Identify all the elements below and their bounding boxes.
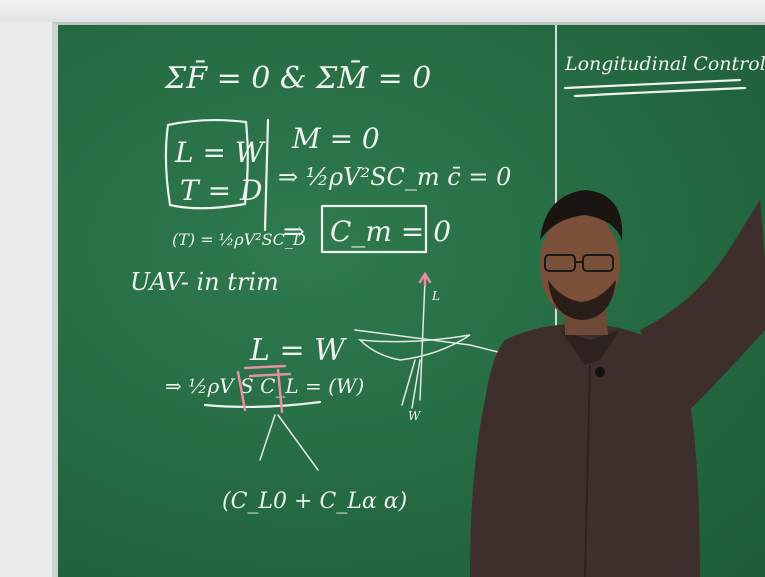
ceiling-strip (0, 0, 765, 22)
airflow-line (354, 329, 511, 356)
box-force-balance (164, 119, 249, 210)
highlight-L-2 (248, 372, 292, 378)
diagram-label-weight: W (408, 409, 422, 423)
arrows-cl (259, 414, 319, 471)
eq-equilibrium: ΣF̄ = 0 & ΣM̄ = 0 (164, 60, 431, 96)
eq-lift-weight: L = W (174, 136, 266, 169)
head (540, 210, 620, 320)
shirt (470, 324, 700, 577)
eq-moment: M = 0 (291, 122, 380, 155)
aircraft-diagram: L W (354, 271, 511, 423)
eq-thrust-drag: T = D (180, 174, 262, 207)
lift-arrow (418, 271, 432, 287)
highlight-L (243, 364, 287, 370)
eq-lift-weight-2: L = W (249, 333, 347, 368)
beard (548, 280, 616, 320)
title-right: Longitudinal Control - (564, 53, 765, 75)
highlight-rho (236, 370, 247, 412)
shirt-placket (584, 364, 591, 577)
eq-cm-box: C_m = 0 (330, 215, 451, 248)
diagram-label-lift: L (431, 289, 440, 303)
microphone-icon (595, 367, 605, 377)
bar-separator (263, 118, 270, 232)
eq-cm-arrow: ⇒ (283, 217, 305, 247)
weight-arrows (401, 359, 421, 409)
highlight-cl (276, 368, 284, 414)
collar (560, 330, 620, 365)
eq-cl-expand: (C_L0 + C_Lα α) (222, 489, 407, 514)
aircraft-outline (357, 334, 471, 361)
underline-lift-expand (203, 400, 322, 409)
title-underline-1 (563, 78, 742, 90)
eq-thrust-formula: (T) = ½ρV²SC_D (172, 230, 306, 249)
note-trim: UAV- in trim (130, 268, 279, 296)
eq-moment-expand: ⇒ ½ρV²SC_m c̄ = 0 (278, 163, 511, 191)
title-underline-2 (573, 86, 747, 98)
box-cm (320, 204, 428, 254)
eq-lift-expand: ⇒ ½ρV S C_L = (W) (165, 374, 364, 398)
hair (540, 190, 623, 240)
